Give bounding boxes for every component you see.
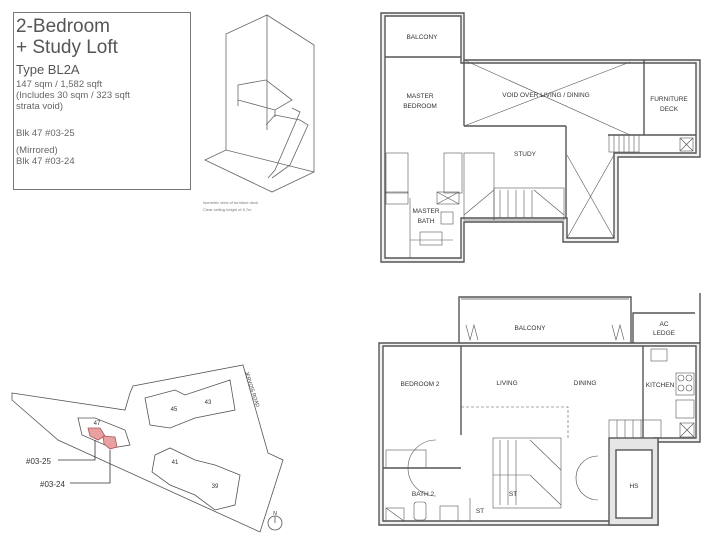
north-arrow-icon: N <box>273 511 277 517</box>
room-label-master-bedroom: MASTER <box>406 93 433 100</box>
room-label-store-1: ST <box>476 508 484 515</box>
block-label-43: 43 <box>205 400 212 406</box>
room-label-bedroom-2: BEDROOM 2 <box>400 381 439 388</box>
road-label: JERVOIS ROAD <box>243 371 260 409</box>
unit-title: 2-Bedroom+ Study Loft <box>16 16 118 58</box>
unit-label-03-25: #03-25 <box>26 457 51 466</box>
unit-label-03-24: #03-24 <box>40 480 65 489</box>
unit-number: Blk 47 #03-25 <box>16 128 75 139</box>
room-label-household-shelter: HS <box>629 483 639 490</box>
isometric-furniture-deck <box>204 14 316 193</box>
block-label-39: 39 <box>212 484 219 490</box>
room-label-master-bedroom-line2: BEDROOM <box>403 103 437 110</box>
room-label-living: LIVING <box>496 380 517 387</box>
room-label-balcony: BALCONY <box>406 34 438 41</box>
upper-floor-plan: BALCONY MASTER BEDROOM VOID OVER LIVING … <box>380 12 701 263</box>
room-label-balcony-lower: BALCONY <box>514 325 546 332</box>
unit-03-24-highlight <box>102 435 118 450</box>
room-label-furniture-deck: FURNITURE <box>650 96 688 103</box>
room-label-dining: DINING <box>574 380 597 387</box>
unit-info-box <box>13 12 191 190</box>
room-label-store-2: ST <box>509 491 517 498</box>
room-label-bath-2: BATH 2 <box>412 491 435 498</box>
block-label-47: 47 <box>94 421 101 427</box>
room-label-furniture-deck-line2: DECK <box>660 106 679 113</box>
unit-03-25-highlight <box>87 427 106 441</box>
block-41-39 <box>151 447 241 511</box>
room-label-ac-ledge-line2: LEDGE <box>653 330 676 337</box>
room-label-master-bath: MASTER <box>412 208 439 215</box>
room-label-master-bath-line2: BATH <box>418 218 435 225</box>
room-label-study: STUDY <box>514 151 537 158</box>
unit-area: 147 sqm / 1,582 sqft(Includes 30 sqm / 3… <box>16 79 131 112</box>
room-label-kitchen: KITCHEN <box>646 382 675 389</box>
site-plan: 45 43 47 41 39 JERVOIS ROAD #03-25 #03-2… <box>11 364 284 533</box>
room-label-ac-ledge: AC <box>659 321 668 328</box>
block-label-41: 41 <box>172 460 179 466</box>
room-label-void: VOID OVER LIVING / DINING <box>502 92 589 99</box>
lower-floor-plan: BALCONY AC LEDGE BEDROOM 2 LIVING DINING… <box>378 293 701 526</box>
mirrored-unit: (Mirrored)Blk 47 #03-24 <box>16 145 75 167</box>
block-45-43 <box>144 379 236 429</box>
unit-type: Type BL2A <box>16 62 80 77</box>
block-47 <box>77 417 131 449</box>
block-label-45: 45 <box>171 407 178 413</box>
